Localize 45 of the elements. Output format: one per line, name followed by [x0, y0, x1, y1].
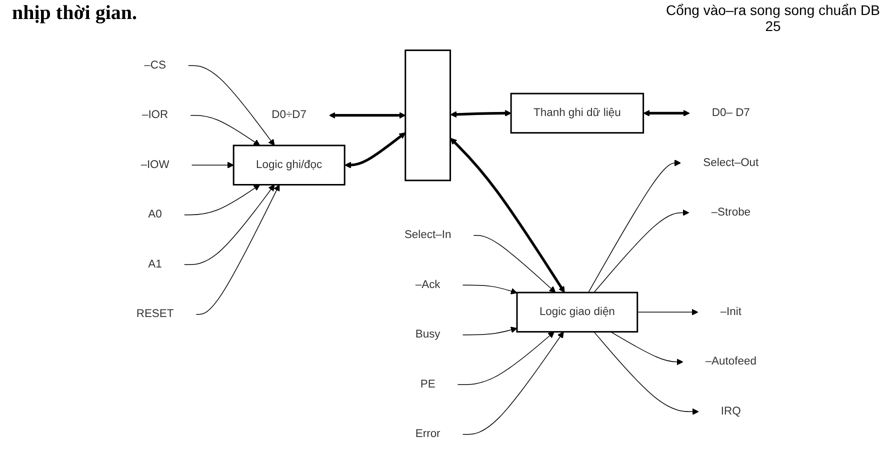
- node-text: IRQ: [720, 404, 741, 418]
- node-text: –Ack: [415, 278, 440, 291]
- arrow: [457, 332, 554, 386]
- node-box: Logic giao diện: [516, 292, 638, 333]
- arrow: [190, 114, 260, 146]
- arrow: [450, 138, 565, 293]
- arrow: [588, 160, 681, 293]
- node-text: A0: [148, 208, 162, 221]
- node-box: Logic ghi/đọc: [232, 144, 346, 186]
- arrow: [473, 235, 556, 293]
- node-text: D0– D7: [712, 106, 750, 120]
- arrow: [643, 110, 690, 116]
- node-text: –IOR: [142, 108, 168, 122]
- arrow: [196, 184, 280, 315]
- arrow: [637, 308, 698, 316]
- text-fragment: nhịp thời gian.: [12, 2, 138, 26]
- node-text: –IOW: [140, 158, 170, 171]
- arrow: [188, 65, 275, 146]
- node-text: Error: [415, 427, 440, 440]
- node-box: Thanh ghi dữ liệu: [510, 92, 644, 134]
- node-text: RESET: [136, 307, 174, 320]
- node-text: –Strobe: [711, 206, 751, 218]
- arrow: [450, 110, 512, 118]
- node-text: Select–Out: [703, 156, 759, 169]
- node-text: Select–In: [404, 228, 452, 242]
- arrow: [462, 332, 564, 435]
- node-text: A1: [148, 258, 162, 270]
- node-text: D0÷D7: [272, 108, 307, 122]
- arrow: [328, 112, 406, 119]
- arrow: [610, 331, 684, 366]
- arrow: [594, 331, 699, 415]
- node-bar: [404, 50, 452, 182]
- port-heading: Cổng vào–ra song song chuẩn DB 25: [664, 2, 882, 36]
- arrow: [191, 162, 234, 168]
- arrow: [184, 184, 275, 265]
- node-text: –Init: [720, 305, 742, 318]
- node-text: –Autofeed: [705, 355, 756, 368]
- arrow: [462, 284, 518, 294]
- arrow: [184, 184, 260, 216]
- arrow: [462, 326, 518, 336]
- node-text: PE: [420, 378, 436, 390]
- node-text: Busy: [415, 328, 440, 341]
- arrow: [594, 209, 690, 293]
- arrow: [344, 132, 406, 168]
- node-text: –CS: [144, 58, 166, 72]
